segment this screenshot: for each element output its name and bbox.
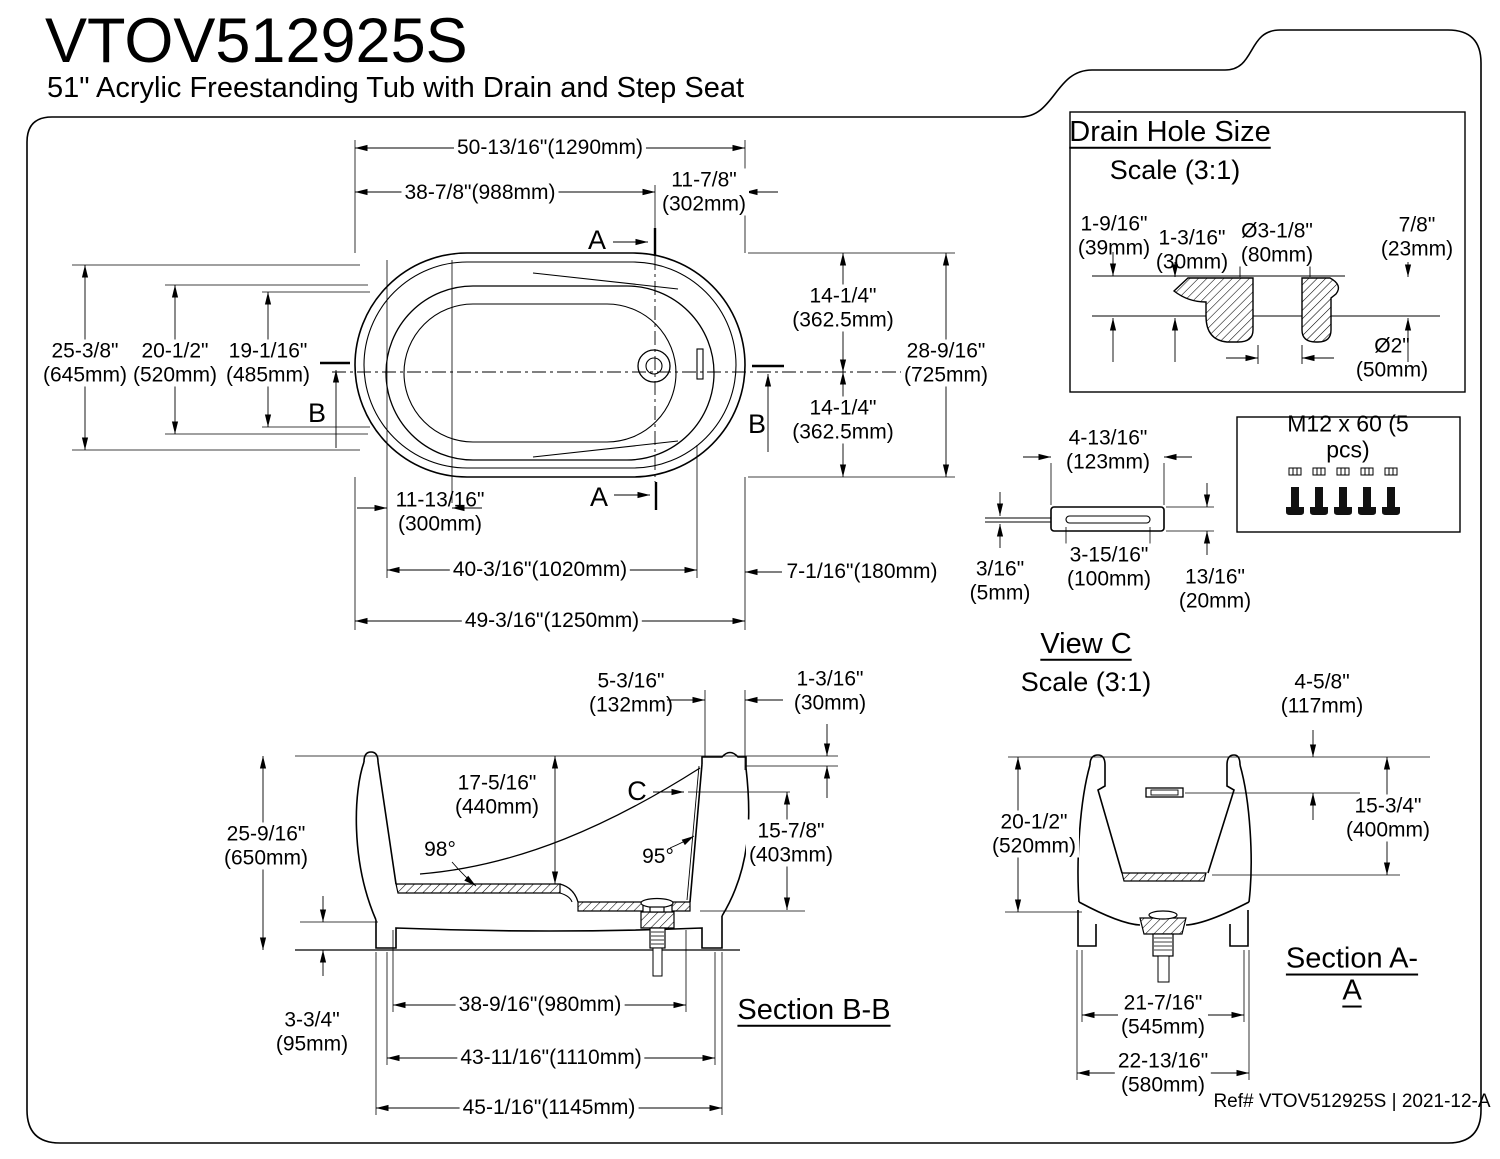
drain-detail-box bbox=[1069, 111, 1466, 393]
drain-flange-right bbox=[1301, 277, 1340, 343]
right-foot bbox=[1229, 910, 1249, 947]
basin-floor-left bbox=[577, 901, 644, 912]
right-wall-inner bbox=[1207, 765, 1235, 874]
section-aa-title: Section A-A bbox=[1285, 942, 1419, 1007]
dim-drain-depth: 7/8" (23mm) bbox=[1380, 213, 1454, 260]
left-foot bbox=[1077, 910, 1097, 947]
cut-marker-b-left: B bbox=[307, 397, 327, 428]
dim-aa-base-width: 22-13/16" (580mm) bbox=[1114, 1049, 1212, 1097]
dim-basin-width: 19-1/16" (485mm) bbox=[222, 339, 314, 387]
dim-overall-width: 25-3/8" (645mm) bbox=[39, 339, 131, 387]
dim-base-length: 49-3/16"(1250mm) bbox=[461, 609, 643, 633]
page-title: VTOV512925S bbox=[45, 6, 468, 76]
dim-inner-width: 20-1/2" (520mm) bbox=[129, 339, 221, 387]
cut-marker-b-right: B bbox=[747, 408, 767, 439]
floor bbox=[1121, 872, 1207, 882]
dim-bb-seat-height: 15-7/8" (403mm) bbox=[745, 819, 837, 867]
drain-flange bbox=[640, 911, 675, 929]
dim-aa-water-depth: 15-3/4" (400mm) bbox=[1342, 794, 1434, 842]
dim-seat-depth: 11-13/16" (300mm) bbox=[395, 488, 485, 535]
viewc-scale: Scale (3:1) bbox=[1020, 666, 1152, 697]
overflow-trim-body bbox=[1050, 506, 1165, 532]
left-wall-outer bbox=[355, 761, 377, 921]
hardware-label: M12 x 60 (5 pcs) bbox=[1287, 410, 1409, 462]
ref-number: Ref# VTOV512925S | 2021-12-A bbox=[1213, 1091, 1491, 1112]
page-subtitle: 51" Acrylic Freestanding Tub with Drain … bbox=[47, 72, 745, 104]
drain-assembly bbox=[640, 897, 674, 977]
bolt-icons bbox=[1286, 487, 1400, 515]
drain-detail-title: Drain Hole Size bbox=[1069, 115, 1271, 148]
dim-overall-width-right: 28-9/16" (725mm) bbox=[900, 339, 992, 387]
overflow-trim-slot bbox=[1065, 515, 1151, 524]
viewc-title: View C bbox=[1040, 627, 1132, 660]
detail-marker-c: C bbox=[627, 775, 647, 806]
right-wall-outer bbox=[721, 767, 750, 917]
cut-marker-a-top: A bbox=[587, 224, 607, 255]
dim-bb-angle-left: 98° bbox=[424, 838, 456, 862]
left-wall-inner bbox=[1097, 765, 1123, 874]
dim-bb-depth: 17-5/16" (440mm) bbox=[454, 771, 540, 818]
overflow-slot bbox=[696, 348, 704, 380]
dim-viewc-thickness: 3/16" (5mm) bbox=[969, 557, 1031, 604]
dim-aa-height: 20-1/2" (520mm) bbox=[988, 810, 1080, 858]
section-aa bbox=[1005, 730, 1430, 1080]
drain-hole-detail bbox=[1069, 111, 1466, 393]
sheet-frame bbox=[26, 29, 1482, 1144]
dim-flange-offset: 1-9/16" (39mm) bbox=[1077, 212, 1151, 259]
dim-seat-length: 7-1/16"(180mm) bbox=[786, 560, 938, 584]
dim-overall-length: 50-13/16"(1290mm) bbox=[453, 136, 647, 160]
dim-viewc-slot-length: 3-15/16" (100mm) bbox=[1063, 543, 1155, 591]
seat-floor bbox=[395, 883, 561, 894]
left-wall-inner bbox=[377, 761, 397, 885]
dim-half-width-top: 14-1/4" (362.5mm) bbox=[789, 284, 897, 332]
drain-flange bbox=[1139, 917, 1187, 935]
right-rim bbox=[701, 751, 747, 768]
left-wall-outer bbox=[1077, 764, 1091, 903]
dim-basin-length: 40-3/16"(1020mm) bbox=[449, 558, 631, 582]
dim-half-width-bottom: 14-1/4" (362.5mm) bbox=[789, 396, 897, 444]
right-wall-inner bbox=[689, 763, 703, 903]
section-bb-title: Section B-B bbox=[737, 993, 891, 1026]
dim-drain-from-left: 38-7/8"(988mm) bbox=[401, 181, 559, 205]
dim-viewc-width: 4-13/16" (123mm) bbox=[1062, 426, 1154, 474]
drain-detail-scale: Scale (3:1) bbox=[1109, 154, 1241, 185]
dim-aa-overflow-drop: 4-5/8" (117mm) bbox=[1280, 670, 1364, 717]
dim-outer-dia: Ø3-1/8" (80mm) bbox=[1237, 219, 1317, 267]
drain-flange-left bbox=[1172, 277, 1254, 343]
dim-bb-lip: 1-3/16" (30mm) bbox=[793, 667, 867, 714]
dim-hole-dia: Ø2" (50mm) bbox=[1355, 334, 1429, 381]
dim-viewc-height: 13/16" (20mm) bbox=[1178, 565, 1252, 612]
dim-bb-rim-to-overflow: 5-3/16" (132mm) bbox=[588, 669, 674, 716]
washer-icons bbox=[1288, 467, 1398, 476]
dim-bb-overall-length: 45-1/16"(1145mm) bbox=[459, 1096, 639, 1120]
dim-bb-angle-right: 95° bbox=[642, 845, 674, 869]
dim-aa-floor-width: 21-7/16" (545mm) bbox=[1117, 991, 1209, 1039]
dim-bb-foot-height: 3-3/4" (95mm) bbox=[275, 1008, 349, 1055]
drain-assembly bbox=[1148, 910, 1178, 983]
right-wall-outer bbox=[1239, 764, 1252, 903]
cut-marker-a-bottom: A bbox=[589, 481, 609, 512]
dim-bb-base-length: 43-11/16"(1110mm) bbox=[457, 1046, 645, 1070]
dim-drain-from-right: 11-7/8" (302mm) bbox=[658, 168, 750, 216]
hardware-box bbox=[1236, 416, 1461, 533]
drain-circle bbox=[637, 349, 671, 383]
dim-lip-offset: 1-3/16" (30mm) bbox=[1155, 226, 1229, 273]
dim-bb-overall-height: 25-9/16" (650mm) bbox=[220, 822, 312, 870]
dim-bb-floor-length: 38-9/16"(980mm) bbox=[455, 993, 625, 1017]
feet bbox=[375, 916, 723, 949]
basin-floor-right bbox=[671, 901, 691, 912]
overflow-slot bbox=[1145, 787, 1184, 798]
